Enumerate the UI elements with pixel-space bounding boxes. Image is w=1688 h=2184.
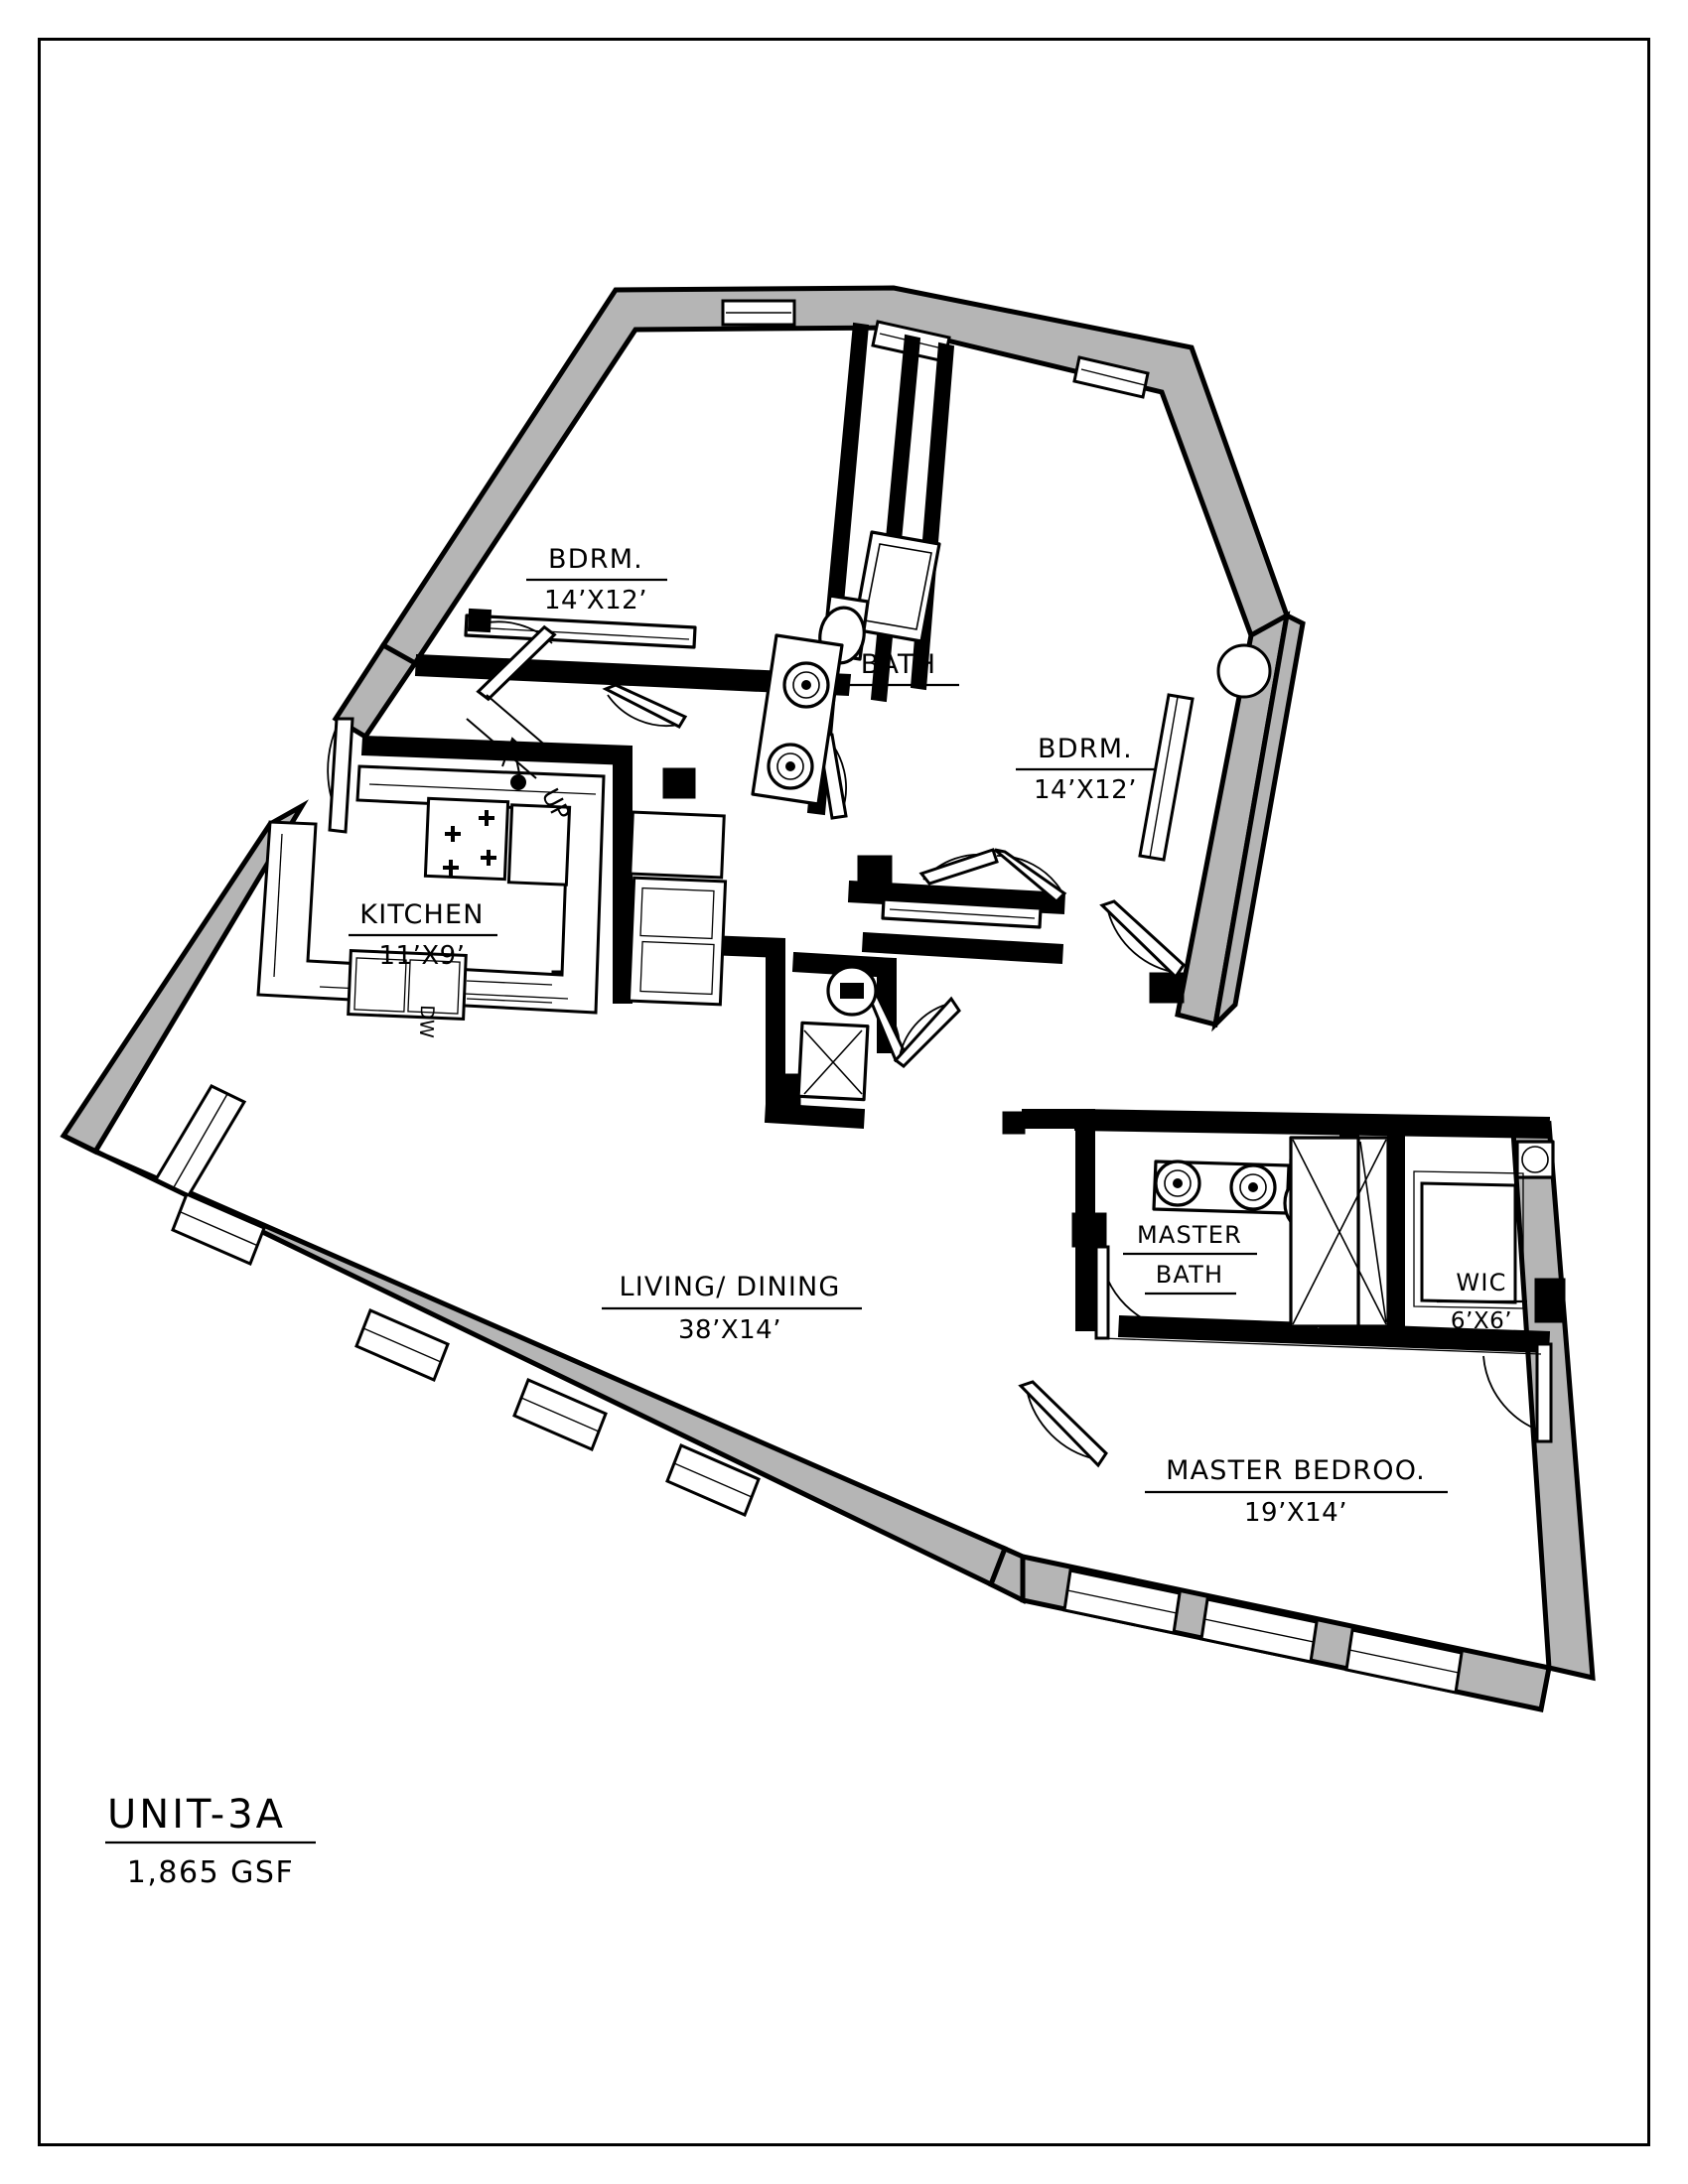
room-dimension: 19’X14’: [1244, 1498, 1347, 1528]
wall-hall-south: [764, 1102, 866, 1130]
jamb-bath: [857, 855, 893, 887]
room-name: BDRM.: [548, 544, 643, 575]
room-name-line2: BATH: [1156, 1261, 1224, 1289]
wall-master-suite-north: [1073, 1108, 1551, 1140]
refrigerator-pantry: [627, 810, 728, 1007]
window-master-south-1: [1062, 1569, 1182, 1635]
room-dimension: 14’X12’: [1034, 775, 1137, 805]
room-labels: BDRM. 14’X12’ BATH BDRM. 14’X12’ KITCHEN…: [349, 544, 1527, 1528]
jamb-hall: [766, 1073, 801, 1107]
wall-kitchen-east: [613, 746, 633, 1004]
door-bdrm-east-a: [918, 848, 999, 886]
laundry-closet: [796, 965, 878, 1102]
door-bdrm-east-entry: [1099, 899, 1186, 980]
room-label-bdrm-east: BDRM. 14’X12’: [1016, 734, 1156, 805]
unit-area: 1,865 GSF: [127, 1855, 294, 1890]
room-name: WIC: [1456, 1269, 1506, 1297]
jamb-wic: [1534, 1278, 1566, 1323]
window-south-4: [665, 1443, 761, 1517]
kitchen-counter-seg: [506, 803, 572, 887]
window-bdrm-east-2: [1138, 693, 1195, 862]
shower-icon: [796, 1021, 870, 1102]
entry-door: [327, 717, 354, 834]
room-label-master-bedroom: MASTER BEDROO. 19’X14’: [1145, 1455, 1448, 1528]
room-label-master-bath: MASTER BATH: [1123, 1221, 1257, 1296]
window-west-1: [153, 1084, 247, 1197]
master-shower-icon: [1289, 1136, 1390, 1328]
closet-bdrm-north: [464, 614, 697, 649]
window-master-south-3: [1344, 1628, 1464, 1695]
room-label-bdrm-north: BDRM. 14’X12’: [526, 544, 667, 615]
window-south-3: [512, 1378, 608, 1451]
room-name: MASTER: [1137, 1221, 1242, 1249]
bath-fixtures: [751, 530, 941, 806]
wall-bedroom2-closet: [861, 931, 1064, 965]
room-label-living-dining: LIVING/ DINING 38’X14’: [602, 1272, 862, 1345]
kitchen-fixtures: [256, 764, 606, 1021]
room-dimension: 14’X12’: [544, 586, 647, 615]
jamb-bdrm-north-b: [662, 767, 696, 799]
wall-bath-east: [870, 334, 921, 703]
room-label-kitchen: KITCHEN 11’X9’: [349, 899, 497, 971]
exterior-wall-east-master: [1510, 1120, 1596, 1682]
structural-column-ne: [1216, 643, 1272, 699]
door-bdrm-east-b: [994, 848, 1067, 904]
room-dimension: 11’X9’: [379, 941, 466, 971]
jamb-master-entry: [1002, 1111, 1026, 1135]
room-name: MASTER BEDROO.: [1166, 1455, 1426, 1486]
washer-dryer-icon: [826, 965, 878, 1017]
room-label-wic: WIC 6’X6’: [1437, 1269, 1527, 1334]
title-block: UNIT-3A 1,865 GSF: [105, 1792, 316, 1890]
bathtub-icon: [852, 530, 941, 643]
window-bdrm-east-1: [1072, 355, 1150, 399]
sink-icon: [347, 949, 468, 1021]
wall-kitchen-north: [360, 735, 633, 766]
room-dimension: 38’X14’: [678, 1315, 781, 1345]
master-bath-fixtures: [1152, 1136, 1555, 1328]
unit-name: UNIT-3A: [107, 1792, 286, 1838]
wall-wic-west: [1387, 1132, 1405, 1332]
exterior-wall-east-upper-return: [1211, 612, 1306, 1032]
window-master-south-2: [1199, 1597, 1319, 1664]
window-south-1: [171, 1192, 266, 1266]
room-name: BDRM.: [1038, 734, 1133, 764]
window-bdrm-north: [721, 299, 796, 327]
door-bdrm-north-hall: [602, 683, 688, 729]
vanity-icon: [751, 633, 844, 806]
door-master-bedroom: [1018, 1380, 1108, 1468]
room-dimension: 6’X6’: [1451, 1308, 1512, 1334]
room-name: BATH: [861, 649, 937, 680]
window-south-2: [354, 1308, 450, 1382]
stair: [466, 694, 557, 790]
jamb-bdrm-north-a: [467, 608, 492, 633]
dishwasher-label: DW: [415, 1005, 438, 1038]
door-hall-b: [893, 996, 961, 1068]
door-bdrm-north: [476, 620, 557, 702]
jamb-bedroom2: [1149, 972, 1185, 1004]
wall-master-corridor: [1022, 1109, 1095, 1129]
room-name: KITCHEN: [359, 899, 484, 930]
wic-corner-fixture: [1515, 1140, 1555, 1179]
windows: [153, 299, 1464, 1695]
room-label-bath: BATH: [837, 649, 959, 687]
room-name: LIVING/ DINING: [619, 1272, 840, 1302]
door-wic: [1482, 1342, 1553, 1443]
jamb-master-bath: [1071, 1212, 1107, 1248]
master-vanity-icon: [1152, 1160, 1300, 1215]
master-closet: [1099, 1337, 1542, 1355]
cooktop-icon: [423, 796, 510, 882]
